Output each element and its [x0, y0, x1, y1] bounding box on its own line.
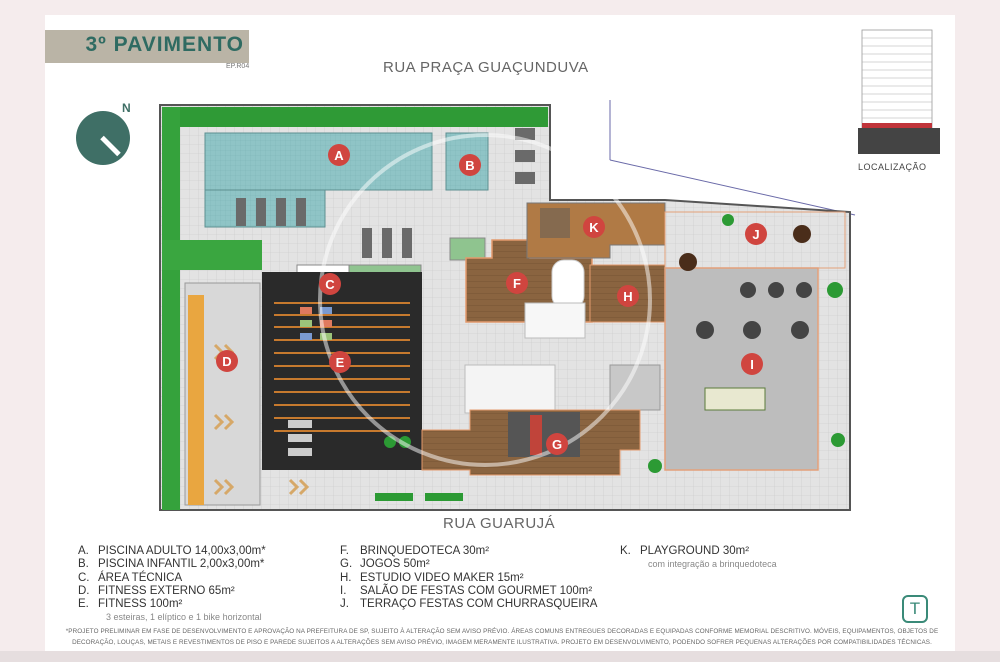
svg-text:H: H	[623, 289, 632, 304]
legend-item: E. FITNESS 100m²	[78, 598, 266, 611]
legend-column-1: A. PISCINA ADULTO 14,00x3,00m* B. PISCINA …	[78, 545, 266, 625]
legend-text: TERRAÇO FESTAS COM CHURRASQUEIRA	[360, 598, 598, 611]
legend-key: G.	[340, 558, 353, 571]
legend-note: 3 esteiras, 1 elíptico e 1 bike horizont…	[106, 612, 262, 623]
legend-text: FITNESS EXTERNO 65m²	[98, 584, 235, 597]
party-hall	[664, 267, 819, 471]
legend-column-2: F. BRINQUEDOTECA 30m² G. JOGOS 50m² H. ESTU…	[340, 545, 597, 611]
legend-item: H. ESTUDIO VIDEO MAKER 15m²	[340, 572, 597, 585]
svg-text:A: A	[334, 148, 344, 163]
marker-k: K	[583, 216, 605, 238]
marker-d: D	[216, 350, 238, 372]
bottom-bar	[0, 651, 1000, 662]
floor-title: 3º PAVIMENTO	[85, 33, 244, 56]
svg-text:E: E	[336, 355, 345, 370]
svg-text:B: B	[465, 158, 474, 173]
legend-item: G. JOGOS 50m²	[340, 558, 597, 571]
legend-text: JOGOS 50m²	[360, 558, 430, 571]
svg-text:F: F	[513, 276, 521, 291]
marker-f: F	[506, 272, 528, 294]
party-terrace	[664, 211, 846, 269]
legend-key: C.	[78, 571, 90, 584]
legend-item: K. PLAYGROUND 30m²	[620, 545, 777, 558]
marker-e: E	[329, 351, 351, 373]
legend-key: D.	[78, 584, 90, 597]
legend-key: E.	[78, 598, 89, 611]
compass-north-label: N	[122, 101, 131, 115]
disclaimer-line-2: DECORAÇÃO, LOUÇAS, METAIS E REVESTIMENTO…	[72, 639, 932, 646]
legend-text: SALÃO DE FESTAS COM GOURMET 100m²	[360, 584, 593, 597]
street-bottom-label: RUA GUARUJÁ	[443, 515, 556, 532]
floor-title-box: 3º PAVIMENTO	[45, 30, 249, 63]
legend-text: PLAYGROUND 30m²	[640, 545, 750, 557]
marker-c: C	[319, 273, 341, 295]
disclaimer-line-1: *PROJETO PRELIMINAR EM FASE DE DESENVOLV…	[65, 628, 939, 635]
legend-item: B. PISCINA INFANTIL 2,00x3,00m*	[78, 558, 266, 571]
legend-item: F. BRINQUEDOTECA 30m²	[340, 545, 597, 558]
marker-g: G	[546, 433, 568, 455]
marker-a: A	[328, 144, 350, 166]
plan-code: EP.R04	[226, 63, 250, 70]
svg-text:I: I	[750, 357, 754, 372]
legend-item: A. PISCINA ADULTO 14,00x3,00m*	[78, 545, 266, 558]
marker-b: B	[459, 154, 481, 176]
legend-text: BRINQUEDOTECA 30m²	[360, 545, 490, 557]
legend-item: C. ÁREA TÉCNICA	[78, 572, 266, 585]
legend-text: FITNESS 100m²	[98, 598, 183, 611]
legend-item: J. TERRAÇO FESTAS COM CHURRASQUEIRA	[340, 598, 597, 611]
legend-key: I.	[340, 584, 347, 597]
svg-text:C: C	[325, 277, 335, 292]
svg-text:K: K	[589, 220, 599, 235]
legend-key: F.	[340, 545, 349, 557]
legend-text: ESTUDIO VIDEO MAKER 15m²	[360, 571, 524, 584]
location-label: LOCALIZAÇÃO	[858, 162, 927, 172]
svg-text:G: G	[552, 437, 562, 452]
location-building-icon	[858, 29, 940, 154]
disclaimer: *PROJETO PRELIMINAR EM FASE DE DESENVOLV…	[62, 626, 942, 648]
legend-key: K.	[620, 545, 631, 557]
legend-item: I. SALÃO DE FESTAS COM GOURMET 100m²	[340, 585, 597, 598]
marker-h: H	[617, 285, 639, 307]
legend-text: ÁREA TÉCNICA	[98, 571, 183, 584]
street-top-label: RUA PRAÇA GUAÇUNDUVA	[383, 59, 589, 76]
legend-text: PISCINA ADULTO 14,00x3,00m*	[98, 545, 266, 557]
legend-item: D. FITNESS EXTERNO 65m²	[78, 585, 266, 598]
legend-text: PISCINA INFANTIL 2,00x3,00m*	[98, 558, 265, 571]
legend-note: com integração a brinquedoteca	[648, 559, 777, 570]
marker-j: J	[745, 223, 767, 245]
legend-key: J.	[340, 598, 349, 611]
svg-text:J: J	[752, 227, 759, 242]
legend-key: B.	[78, 558, 89, 571]
legend-key: H.	[340, 571, 352, 584]
legend-column-3: K. PLAYGROUND 30m² com integração a brinq…	[620, 545, 777, 572]
brand-logo-icon: T	[902, 595, 928, 623]
svg-text:D: D	[222, 354, 231, 369]
legend-key: A.	[78, 545, 89, 557]
compass-icon	[76, 111, 130, 165]
marker-i: I	[741, 353, 763, 375]
